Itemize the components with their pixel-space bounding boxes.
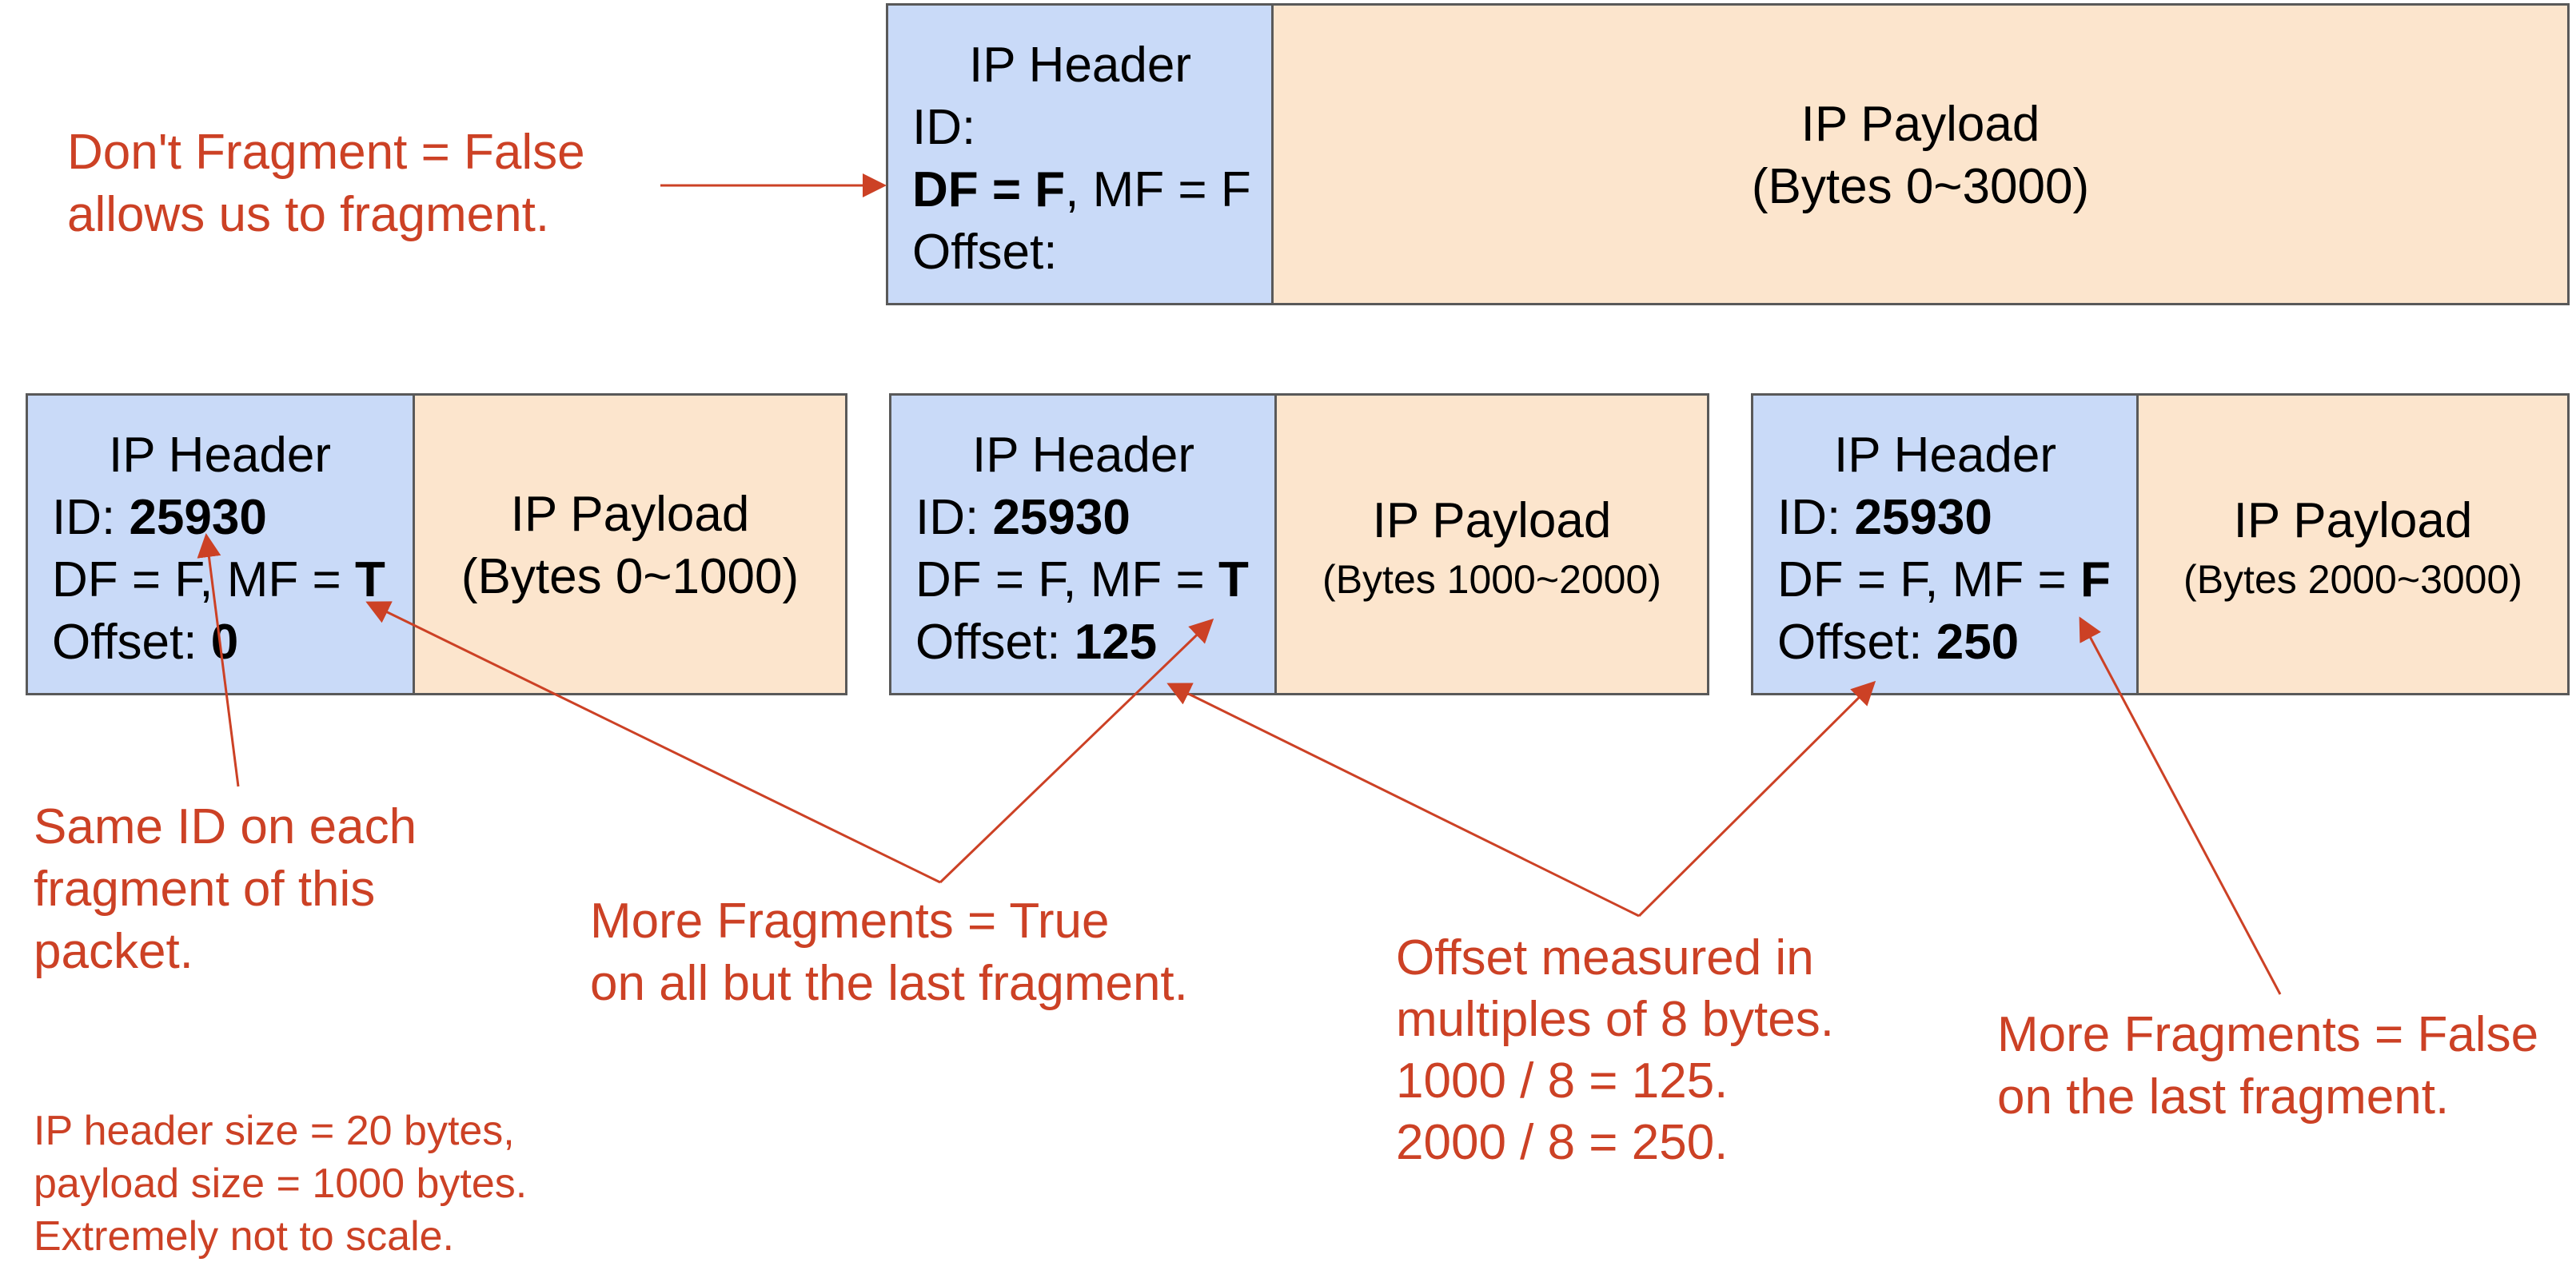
- fragment-1-offset-row: Offset: 0: [52, 611, 388, 674]
- fragment-2-ip-payload-box: IP Payload (Bytes 1000~2000): [1274, 393, 1709, 695]
- annotation-offset-line-1: Offset measured in: [1396, 930, 1814, 985]
- annotation-same-id-line-2: fragment of this: [34, 862, 376, 917]
- fragment-1-offset-value: 0: [210, 615, 239, 670]
- original-mf-value: F: [1220, 162, 1251, 217]
- fragment-2-offset-value: 125: [1074, 615, 1158, 670]
- fragment-3-id-label: ID:: [1777, 490, 1855, 545]
- original-header-title: IP Header: [968, 38, 1192, 93]
- annotation-same-id: Same ID on each fragment of this packet.: [34, 796, 417, 983]
- annotation-same-id-line-3: packet.: [34, 924, 193, 979]
- fragment-1-payload-text: IP Payload (Bytes 0~1000): [415, 484, 845, 608]
- fragment-2-ip-header-box: IP Header ID: 25930 DF = F, MF = T Offse…: [889, 393, 1278, 695]
- fragment-1-mf-value: T: [354, 552, 385, 607]
- fragment-2-payload-text: IP Payload (Bytes 1000~2000): [1277, 490, 1707, 607]
- fragment-1-flags-row: DF = F, MF = T: [52, 549, 388, 611]
- original-payload-range: (Bytes 0~3000): [1751, 159, 2090, 214]
- fragment-2-header-title: IP Header: [971, 428, 1195, 483]
- arrow-same-id-to-id: [197, 533, 240, 787]
- annotation-mf-true-line-2: on all but the last fragment.: [590, 956, 1188, 1011]
- fragment-2-header-fields: IP Header ID: 25930 DF = F, MF = T Offse…: [915, 424, 1251, 674]
- arrow-mf-true-to-fragment-2: [939, 618, 1214, 884]
- fragment-3-offset-label: Offset:: [1777, 615, 1936, 670]
- fragment-1-header-title: IP Header: [108, 428, 332, 483]
- original-df-flag: DF = F: [912, 162, 1066, 217]
- fragment-2-flags-prefix: DF = F, MF =: [915, 552, 1218, 607]
- original-payload-title: IP Payload: [1800, 97, 2040, 152]
- fragment-2-mf-value: T: [1218, 552, 1249, 607]
- fragment-2-payload-title: IP Payload: [1372, 493, 1612, 548]
- annotation-size-note-line-3: Extremely not to scale.: [34, 1213, 454, 1260]
- fragment-1-id-label: ID:: [52, 490, 130, 545]
- annotation-mf-false-line-1: More Fragments = False: [1997, 1007, 2539, 1062]
- arrow-mf-true-to-fragment-1: [365, 601, 941, 884]
- annotation-dont-fragment-line-1: Don't Fragment = False: [67, 125, 585, 180]
- fragment-2-offset-label: Offset:: [915, 615, 1075, 670]
- fragment-3-ip-payload-box: IP Payload (Bytes 2000~3000): [2136, 393, 2570, 695]
- fragment-1-flags-prefix: DF = F, MF =: [52, 552, 355, 607]
- arrow-mf-false-to-fragment-3: [2079, 616, 2282, 995]
- fragment-3-flags-row: DF = F, MF = F: [1777, 549, 2113, 611]
- annotation-more-fragments-true: More Fragments = True on all but the las…: [590, 890, 1188, 1015]
- original-id-row: ID:: [912, 97, 1248, 159]
- fragment-3-payload-title: IP Payload: [2233, 493, 2473, 548]
- fragment-3-offset-value: 250: [1936, 615, 2020, 670]
- fragment-3-payload-range: (Bytes 2000~3000): [2183, 557, 2522, 602]
- annotation-more-fragments-false: More Fragments = False on the last fragm…: [1997, 1004, 2538, 1129]
- fragment-1-ip-payload-box: IP Payload (Bytes 0~1000): [413, 393, 847, 695]
- original-ip-payload-box: IP Payload (Bytes 0~3000): [1271, 3, 2570, 305]
- fragment-2-flags-row: DF = F, MF = T: [915, 549, 1251, 611]
- fragment-3-id-row: ID: 25930: [1777, 487, 2113, 549]
- fragment-2-payload-range: (Bytes 1000~2000): [1322, 557, 1661, 602]
- fragment-3-offset-row: Offset: 250: [1777, 611, 2113, 674]
- annotation-offset-line-3: 1000 / 8 = 125.: [1396, 1053, 1729, 1109]
- arrow-offset-to-fragment-2: [1166, 683, 1640, 918]
- fragment-3-id-value: 25930: [1854, 490, 1992, 545]
- annotation-size-note: IP header size = 20 bytes, payload size …: [34, 1105, 527, 1263]
- fragment-1-payload-title: IP Payload: [510, 487, 750, 542]
- annotation-same-id-line-1: Same ID on each: [34, 799, 417, 854]
- fragment-3-header-title: IP Header: [1833, 428, 2057, 483]
- annotation-dont-fragment-line-2: allows us to fragment.: [67, 187, 550, 242]
- original-header-fields: IP Header ID: DF = F, MF = F Offset:: [912, 34, 1251, 284]
- annotation-offset-line-2: multiples of 8 bytes.: [1396, 992, 1834, 1047]
- original-ip-header-box: IP Header ID: DF = F, MF = F Offset:: [886, 3, 1274, 305]
- annotation-mf-false-line-2: on the last fragment.: [1997, 1069, 2450, 1125]
- fragment-2-id-row: ID: 25930: [915, 487, 1251, 549]
- fragment-3-mf-value: F: [2080, 552, 2111, 607]
- fragment-2-offset-row: Offset: 125: [915, 611, 1251, 674]
- fragment-1-payload-range: (Bytes 0~1000): [461, 549, 800, 604]
- original-flags-row: DF = F, MF = F: [912, 159, 1251, 221]
- annotation-offset-measured: Offset measured in multiples of 8 bytes.…: [1396, 927, 1834, 1173]
- original-id-label: ID:: [912, 100, 976, 155]
- annotation-size-note-line-2: payload size = 1000 bytes.: [34, 1161, 528, 1207]
- fragment-1-offset-label: Offset:: [52, 615, 211, 670]
- annotation-dont-fragment: Don't Fragment = False allows us to frag…: [67, 121, 585, 246]
- fragment-2-id-value: 25930: [992, 490, 1130, 545]
- original-mf-prefix: , MF =: [1065, 162, 1221, 217]
- annotation-size-note-line-1: IP header size = 20 bytes,: [34, 1108, 515, 1154]
- annotation-mf-true-line-1: More Fragments = True: [590, 894, 1110, 949]
- fragment-3-payload-text: IP Payload (Bytes 2000~3000): [2139, 490, 2567, 607]
- original-offset-row: Offset:: [912, 221, 1248, 284]
- fragment-3-ip-header-box: IP Header ID: 25930 DF = F, MF = F Offse…: [1751, 393, 2139, 695]
- arrow-offset-to-fragment-3: [1637, 680, 1876, 918]
- fragment-2-id-label: ID:: [915, 490, 993, 545]
- fragment-3-header-fields: IP Header ID: 25930 DF = F, MF = F Offse…: [1777, 424, 2113, 674]
- original-offset-label: Offset:: [912, 225, 1058, 280]
- fragment-3-flags-prefix: DF = F, MF =: [1777, 552, 2080, 607]
- annotation-offset-line-4: 2000 / 8 = 250.: [1396, 1115, 1729, 1170]
- original-payload-text: IP Payload (Bytes 0~3000): [1274, 94, 2567, 218]
